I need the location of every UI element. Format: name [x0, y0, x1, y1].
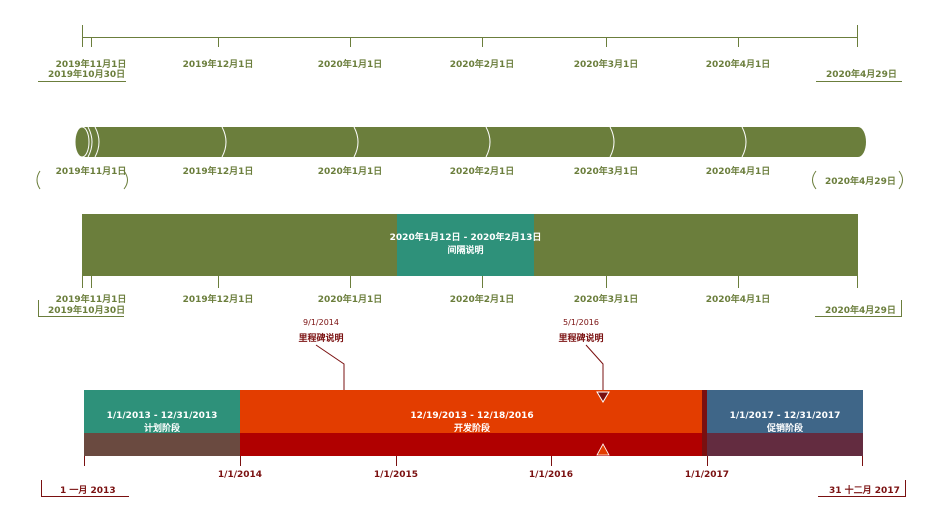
timeline-3-start-cap — [82, 276, 83, 288]
milestone-2-arrows — [596, 391, 610, 456]
timeline-3-tick — [738, 276, 739, 288]
milestone-1-date: 9/1/2014 — [303, 318, 339, 327]
timeline-3-tick — [218, 276, 219, 288]
timeline-2-end-marker: 2020年4月29日 — [825, 177, 896, 187]
milestone-1-label: 里程碑说明 — [298, 334, 344, 344]
timeline-1-start-marker: 2019年10月30日 — [48, 70, 126, 80]
milestone-2-date: 5/1/2016 — [563, 318, 599, 327]
phase-1-bottom — [84, 433, 240, 456]
timeline-1-start-cap — [82, 25, 83, 47]
timeline-1-tick-label: 2020年3月1日 — [573, 60, 639, 70]
phase-3-range: 1/1/2017 - 12/31/2017 — [729, 411, 841, 421]
timeline-2-tick-label: 2020年3月1日 — [573, 167, 639, 177]
timeline-3-tick-label: 2020年4月1日 — [705, 295, 771, 305]
timeline-1-axis — [82, 37, 858, 38]
timeline-1-start-marker-underline — [38, 81, 126, 82]
timeline-4-tick — [707, 456, 708, 466]
timeline-1-tick — [738, 37, 739, 47]
timeline-2-tick-label: 2020年1月1日 — [317, 167, 383, 177]
timeline-3-end-cap — [857, 276, 858, 288]
phase-3-name: 促销阶段 — [766, 424, 803, 434]
timeline-1-tick-label: 2020年2月1日 — [449, 60, 515, 70]
timeline-3-start-marker-underline — [38, 316, 124, 317]
timeline-3-tick — [91, 276, 92, 288]
phase-2-name: 开发阶段 — [453, 424, 490, 434]
timeline-3-interval — [397, 214, 534, 276]
timeline-4-tick-label: 1/1/2016 — [528, 470, 574, 480]
timeline-3-start-marker: 2019年10月30日 — [48, 306, 126, 316]
timeline-4-end-marker-bracket — [905, 480, 906, 497]
timeline-4-tick-label: 1/1/2015 — [373, 470, 419, 480]
phase-2-top — [240, 390, 704, 433]
milestone-2-connector — [585, 344, 604, 390]
phase-1-label: 1/1/2013 - 12/31/2013 计划阶段 — [84, 410, 240, 436]
timeline-3-tick-label: 2020年2月1日 — [449, 295, 515, 305]
timeline-3-tick-label: 2019年12月1日 — [182, 295, 254, 305]
timeline-1-tick-label: 2019年12月1日 — [182, 60, 254, 70]
timeline-1-tick-label: 2020年1月1日 — [317, 60, 383, 70]
timeline-1-end-marker: 2020年4月29日 — [826, 70, 897, 80]
timeline-1-end-marker-underline — [816, 81, 902, 82]
timeline-3-end-marker-bracket — [901, 300, 902, 317]
timeline-3-tick — [482, 276, 483, 288]
phase-divider-bottom — [702, 433, 707, 456]
timeline-4-end-marker-underline — [818, 496, 906, 497]
timeline-4-tick — [551, 456, 552, 466]
timeline-1-start-date: 2019年11月1日 — [55, 60, 127, 70]
timeline-4-end-marker: 31 十二月 2017 — [829, 486, 900, 496]
timeline-1-tick — [91, 37, 92, 47]
timeline-3-end-marker-underline — [815, 316, 902, 317]
timeline-3-end-marker: 2020年4月29日 — [825, 306, 896, 316]
timeline-3-tick-label: 2020年1月1日 — [317, 295, 383, 305]
timeline-2-cylinder — [36, 126, 903, 190]
timeline-1-tick — [350, 37, 351, 47]
timeline-3-interval-label: 2020年1月12日 - 2020年2月13日 间隔说明 — [380, 232, 551, 258]
phase-2-bottom — [240, 433, 704, 456]
phase-1-name: 计划阶段 — [143, 424, 180, 434]
timeline-1-tick — [482, 37, 483, 47]
timeline-3-tick — [350, 276, 351, 288]
phase-3-top — [707, 390, 863, 433]
timeline-2-start-date: 2019年11月1日 — [55, 167, 127, 177]
timeline-3-start-marker-bracket — [38, 300, 39, 317]
timeline-3-interval-desc: 间隔说明 — [447, 246, 484, 256]
timeline-3-tick-label: 2020年3月1日 — [573, 295, 639, 305]
phase-2-label: 12/19/2013 - 12/18/2016 开发阶段 — [240, 410, 704, 436]
timeline-1-tick — [218, 37, 219, 47]
timeline-4-end-cap — [862, 456, 863, 466]
phase-1-range: 1/1/2013 - 12/31/2013 — [106, 411, 218, 421]
timeline-4-tick-label: 1/1/2017 — [684, 470, 730, 480]
phase-divider-top — [702, 390, 707, 433]
timeline-3-tick — [606, 276, 607, 288]
timeline-2-tick-label: 2020年2月1日 — [449, 167, 515, 177]
phase-3-label: 1/1/2017 - 12/31/2017 促销阶段 — [707, 410, 863, 436]
timeline-3-start-date: 2019年11月1日 — [55, 295, 127, 305]
timeline-4-tick — [240, 456, 241, 466]
timeline-3-interval-range: 2020年1月12日 - 2020年2月13日 — [389, 233, 542, 243]
timeline-2-tick-label: 2019年12月1日 — [182, 167, 254, 177]
timeline-4-tick — [396, 456, 397, 466]
timeline-4-start-marker-underline — [41, 496, 129, 497]
timeline-4-start-cap — [84, 456, 85, 466]
timeline-1-tick — [606, 37, 607, 47]
timeline-1-tick-label: 2020年4月1日 — [705, 60, 771, 70]
milestone-2-label: 里程碑说明 — [558, 334, 604, 344]
timeline-4-tick-label: 1/1/2014 — [217, 470, 263, 480]
milestone-1-connector — [315, 344, 345, 390]
phase-1-top — [84, 390, 240, 433]
phase-2-range: 12/19/2013 - 12/18/2016 — [410, 411, 534, 421]
timeline-1-end-cap — [857, 25, 858, 47]
timeline-4-start-marker: 1 一月 2013 — [60, 486, 116, 496]
timeline-2-tick-label: 2020年4月1日 — [705, 167, 771, 177]
timeline-4-start-marker-bracket — [41, 480, 42, 497]
phase-3-bottom — [707, 433, 863, 456]
